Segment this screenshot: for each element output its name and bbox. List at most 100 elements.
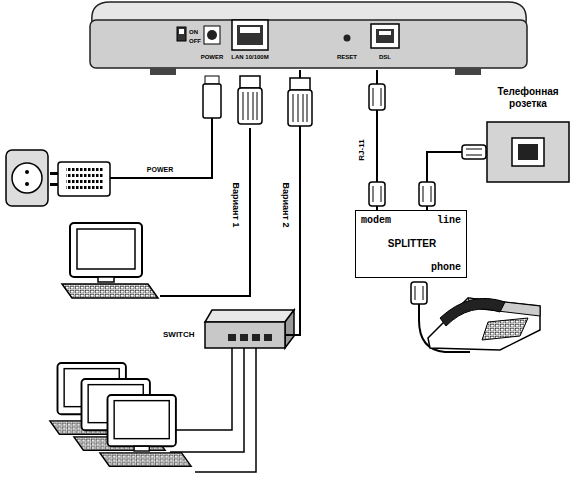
lan-cable bbox=[160, 128, 250, 296]
port-label: POWER bbox=[201, 54, 224, 61]
adsl-modem-body bbox=[92, 2, 526, 22]
computer bbox=[100, 395, 191, 466]
power-cable bbox=[110, 118, 212, 178]
rj11-plug bbox=[373, 88, 381, 106]
lan-cable bbox=[160, 128, 250, 296]
rj45-plug bbox=[290, 78, 310, 90]
telephone bbox=[428, 298, 540, 350]
reset-hole bbox=[344, 35, 351, 42]
switch-cables bbox=[170, 348, 244, 452]
power-jack bbox=[204, 26, 220, 44]
adsl-modem-body bbox=[90, 2, 527, 75]
splitter-box: modem lineSPLITTER phone bbox=[355, 210, 467, 278]
rj11-plug bbox=[423, 186, 431, 202]
phone-socket bbox=[487, 122, 569, 182]
rj11-plug bbox=[462, 145, 486, 159]
rj45-plug bbox=[238, 76, 262, 124]
reset-hole bbox=[344, 35, 351, 42]
port-label: RESET bbox=[337, 54, 357, 61]
dsl-port bbox=[371, 24, 399, 48]
rj11-plug bbox=[411, 282, 427, 304]
wall-outlet bbox=[6, 150, 48, 206]
switch-label: ON bbox=[189, 29, 198, 36]
port-label: line bbox=[437, 215, 461, 227]
cable-label: Вариант 1 bbox=[230, 182, 240, 229]
computer bbox=[62, 223, 158, 298]
lan-port bbox=[240, 27, 260, 33]
power-jack bbox=[204, 26, 220, 44]
computer bbox=[62, 223, 158, 298]
power-plug bbox=[203, 84, 221, 118]
power-switch bbox=[177, 27, 186, 41]
port-label: DSL bbox=[379, 54, 391, 61]
cable-label: POWER bbox=[146, 166, 174, 174]
rj45-plug bbox=[243, 92, 257, 120]
network-switch bbox=[205, 310, 294, 348]
phone-socket bbox=[512, 138, 544, 166]
network-switch bbox=[240, 334, 248, 341]
rj45-plug bbox=[288, 90, 312, 126]
rj11-plug bbox=[462, 145, 486, 159]
rj11-plug bbox=[419, 182, 435, 206]
device-name: SPLITTER bbox=[388, 238, 436, 250]
power-plug bbox=[203, 76, 221, 118]
network-switch bbox=[205, 322, 285, 348]
rj11-plug bbox=[369, 182, 385, 206]
power-adapter bbox=[58, 162, 110, 196]
dsl-port bbox=[371, 24, 399, 48]
rj45-plug bbox=[240, 76, 260, 88]
dsl-port bbox=[379, 31, 391, 35]
lan-port bbox=[232, 20, 268, 50]
port-label: modem bbox=[361, 215, 391, 227]
power-adapter bbox=[66, 167, 104, 191]
phone-socket: Телефонная розетка bbox=[487, 122, 569, 182]
power-switch bbox=[177, 27, 186, 41]
rj11-plug bbox=[369, 84, 385, 110]
telephone bbox=[482, 318, 528, 340]
rj11-plug bbox=[369, 84, 385, 110]
wall-outlet bbox=[12, 163, 42, 193]
lan-port bbox=[232, 20, 268, 50]
power-adapter bbox=[50, 172, 58, 175]
power-cable bbox=[110, 118, 212, 178]
rj45-plug bbox=[288, 78, 312, 126]
wall-outlet bbox=[25, 182, 29, 186]
network-switch bbox=[228, 334, 236, 341]
phone-socket bbox=[487, 122, 569, 182]
dsl-port bbox=[376, 29, 394, 43]
network-switch bbox=[285, 310, 294, 348]
port-label: phone bbox=[431, 262, 461, 274]
adsl-modem-body bbox=[90, 20, 527, 68]
adsl-modem: ON OFF POWER LAN 10/100M RESET DSL bbox=[90, 2, 527, 70]
lan-port bbox=[237, 25, 263, 45]
power-switch bbox=[179, 29, 184, 34]
edge-label: RJ-11 bbox=[358, 138, 367, 161]
rj11-plug bbox=[466, 149, 482, 155]
power-jack bbox=[207, 30, 217, 40]
rj11-plug bbox=[373, 186, 381, 202]
network-switch bbox=[205, 310, 294, 322]
adsl-modem-body bbox=[150, 68, 176, 75]
edge-label: Вариант 2 bbox=[280, 182, 290, 229]
computer bbox=[100, 395, 191, 466]
network-switch bbox=[252, 334, 260, 341]
rj45-plug bbox=[238, 88, 262, 124]
telephone bbox=[428, 298, 540, 350]
adsl-modem-body bbox=[455, 68, 481, 75]
network-switch bbox=[264, 334, 272, 341]
power-adapter bbox=[50, 183, 58, 186]
power-plug bbox=[205, 76, 219, 84]
rj11-plug bbox=[415, 286, 423, 300]
socket-heading: Телефонная розетка bbox=[482, 86, 574, 109]
network-switch: SWITCH bbox=[205, 322, 285, 348]
switch-label: OFF bbox=[189, 38, 201, 45]
rj11-plug bbox=[411, 282, 427, 304]
switch-cables bbox=[195, 348, 256, 472]
rj11-plug bbox=[369, 182, 385, 206]
phone-socket bbox=[518, 144, 538, 160]
wall-outlet bbox=[25, 170, 29, 174]
port-label: LAN 10/100M bbox=[231, 54, 268, 61]
